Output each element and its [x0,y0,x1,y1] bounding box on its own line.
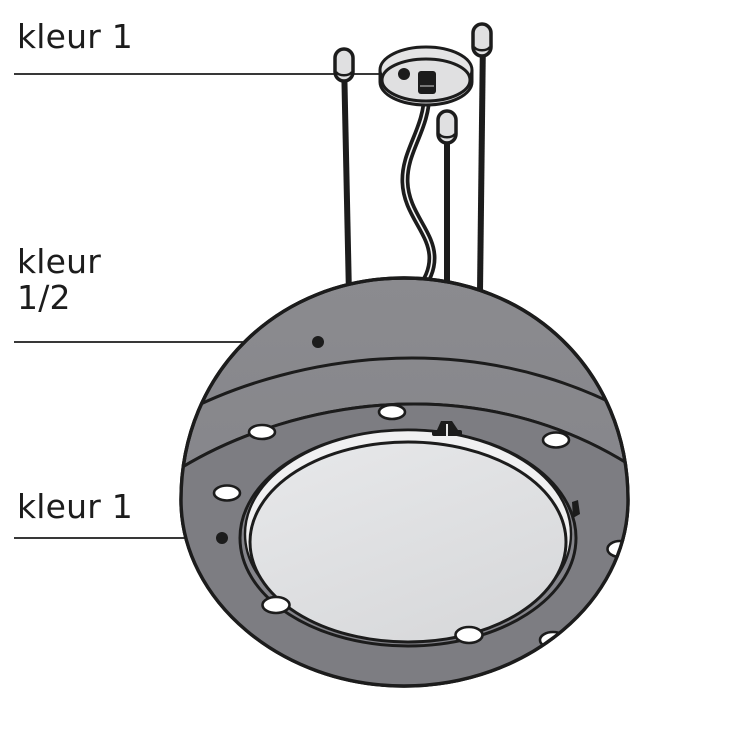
power-cord-group [400,87,437,305]
callout-label-top: kleur 1 [17,17,133,56]
suspension-cable-left [341,59,352,297]
dome-lower-ring-top-edge [181,402,628,498]
gripper-body-left [333,47,355,83]
diffuser-glass [248,440,568,644]
suspension-cables-group [341,35,486,304]
screw-hole [377,403,407,421]
dome-shade-body [179,276,630,688]
screw-hole [247,423,277,441]
gripper-collar-right [473,46,491,52]
screw-hole [261,595,291,615]
ceiling-rose-canopy [378,45,474,107]
dome-surface-details [181,336,628,686]
callout-label-middle-line2: 1/2 [17,277,71,317]
gripper-collar-left [335,71,353,77]
gripper-body-right [471,22,493,58]
dome-outline-overlay [179,276,630,688]
cable-gripper-left [333,47,355,83]
callout-dot-top [398,68,410,80]
cable-gripper-right [471,22,493,58]
cable-gripper-middle [436,109,458,145]
cable-grippers-group [333,22,493,145]
screw-hole [541,431,571,449]
screw-holes-group [212,403,628,650]
callout-dot-bottom [216,532,228,544]
screw-hole [454,625,484,645]
cable-gland-connector [418,71,436,94]
screw-hole [212,484,242,502]
callout-label-bottom: kleur 1 [17,487,133,526]
retaining-clip-right [572,500,580,518]
power-cord [400,87,437,305]
callout-dot-middle [312,336,324,348]
dome-seam-upper [181,356,628,438]
gripper-body-middle [436,109,458,145]
retaining-clip [432,421,462,436]
suspension-cable-right [477,35,486,293]
gripper-collar-middle [438,133,456,139]
callout-label-middle-line1: kleur [17,242,102,281]
